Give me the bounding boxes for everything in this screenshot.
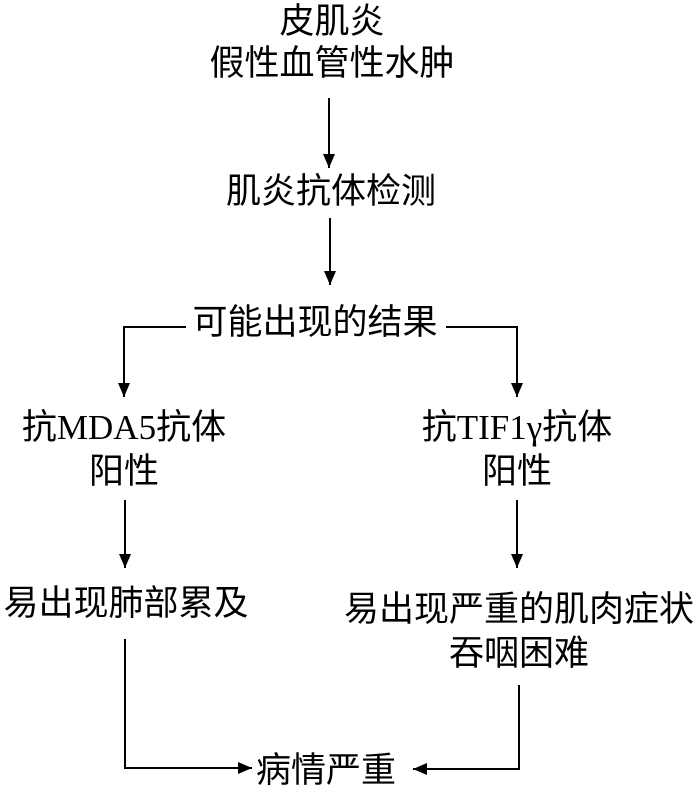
node-mda5-line2: 阳性 <box>88 452 159 491</box>
edge-muscle-to-severe-arrow <box>413 685 520 775</box>
node-dermatomyositis: 皮肌炎 假性血管性水肿 <box>209 1 454 85</box>
node-antibody-test: 肌炎抗体检测 <box>225 172 437 211</box>
node-muscle-line1: 易出现严重的肌肉症状 <box>343 590 695 629</box>
node-tif1-line2: 阳性 <box>481 452 552 491</box>
node-severe-condition: 病情严重 <box>255 751 397 790</box>
edge-lung-to-severe-arrow <box>124 639 252 774</box>
node-possible-results: 可能出现的结果 <box>192 303 438 342</box>
node-mda5-positive: 抗MDA5抗体 阳性 <box>22 406 226 494</box>
node-lung-involvement: 易出现肺部累及 <box>3 584 249 623</box>
node-dermatomyositis-line1: 皮肌炎 <box>279 2 385 41</box>
edge-results-to-mda5-arrow <box>118 326 186 397</box>
edge-results-to-tif1-arrow <box>446 326 523 397</box>
node-tif1-positive: 抗TIF1γ抗体 阳性 <box>422 406 612 494</box>
node-mda5-line1: 抗MDA5抗体 <box>21 408 227 447</box>
node-muscle-line2: 吞咽困难 <box>448 634 590 673</box>
node-tif1-line1: 抗TIF1γ抗体 <box>421 408 613 447</box>
node-dermatomyositis-line2: 假性血管性水肿 <box>209 44 455 83</box>
node-muscle-symptoms: 易出现严重的肌肉症状 吞咽困难 <box>344 588 694 676</box>
